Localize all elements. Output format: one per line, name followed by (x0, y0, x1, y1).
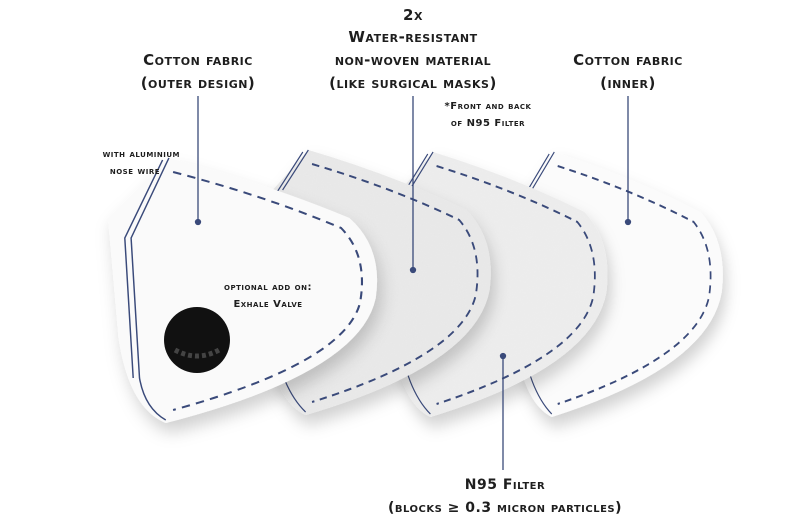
label-line: (inner) (600, 74, 656, 92)
exhale-valve-label: optional add on: Exhale Valve (193, 279, 343, 313)
label-line: Cotton fabric (143, 51, 253, 69)
label-line: *Front and back (444, 101, 532, 112)
exhale-valve-icon (164, 307, 230, 373)
label-line: optional add on: (224, 282, 312, 293)
n95-filter-label: N95 Filter (blocks ≥ 0.3 micron particle… (340, 474, 670, 520)
label-line: (blocks ≥ 0.3 micron particles) (387, 500, 623, 516)
outer-cotton-label: Cotton fabric (outer design) (108, 49, 288, 95)
inner-cotton-label: Cotton fabric (inner) (548, 49, 708, 95)
label-line: (outer design) (140, 74, 256, 92)
label-line: nose wire (109, 166, 160, 177)
leader-lines (194, 96, 632, 470)
layer-count-label: 2x (403, 6, 423, 24)
mask-layer-outer-cotton (108, 157, 378, 423)
label-line: Water-resistant (348, 28, 478, 46)
label-line: Exhale Valve (233, 299, 303, 310)
label-line: non-woven material (334, 51, 492, 69)
label-line: N95 Filter (464, 477, 546, 493)
label-line: Cotton fabric (573, 51, 683, 69)
nose-wire-label: with aluminium nose wire (40, 146, 180, 180)
water-resistant-label: Water-resistant non-woven material (like… (293, 26, 533, 95)
front-back-note: *Front and back of N95 Filter (418, 98, 558, 132)
label-line: of N95 Filter (450, 118, 526, 129)
label-line: with aluminium (102, 149, 180, 160)
label-line: (like surgical masks) (329, 74, 497, 92)
